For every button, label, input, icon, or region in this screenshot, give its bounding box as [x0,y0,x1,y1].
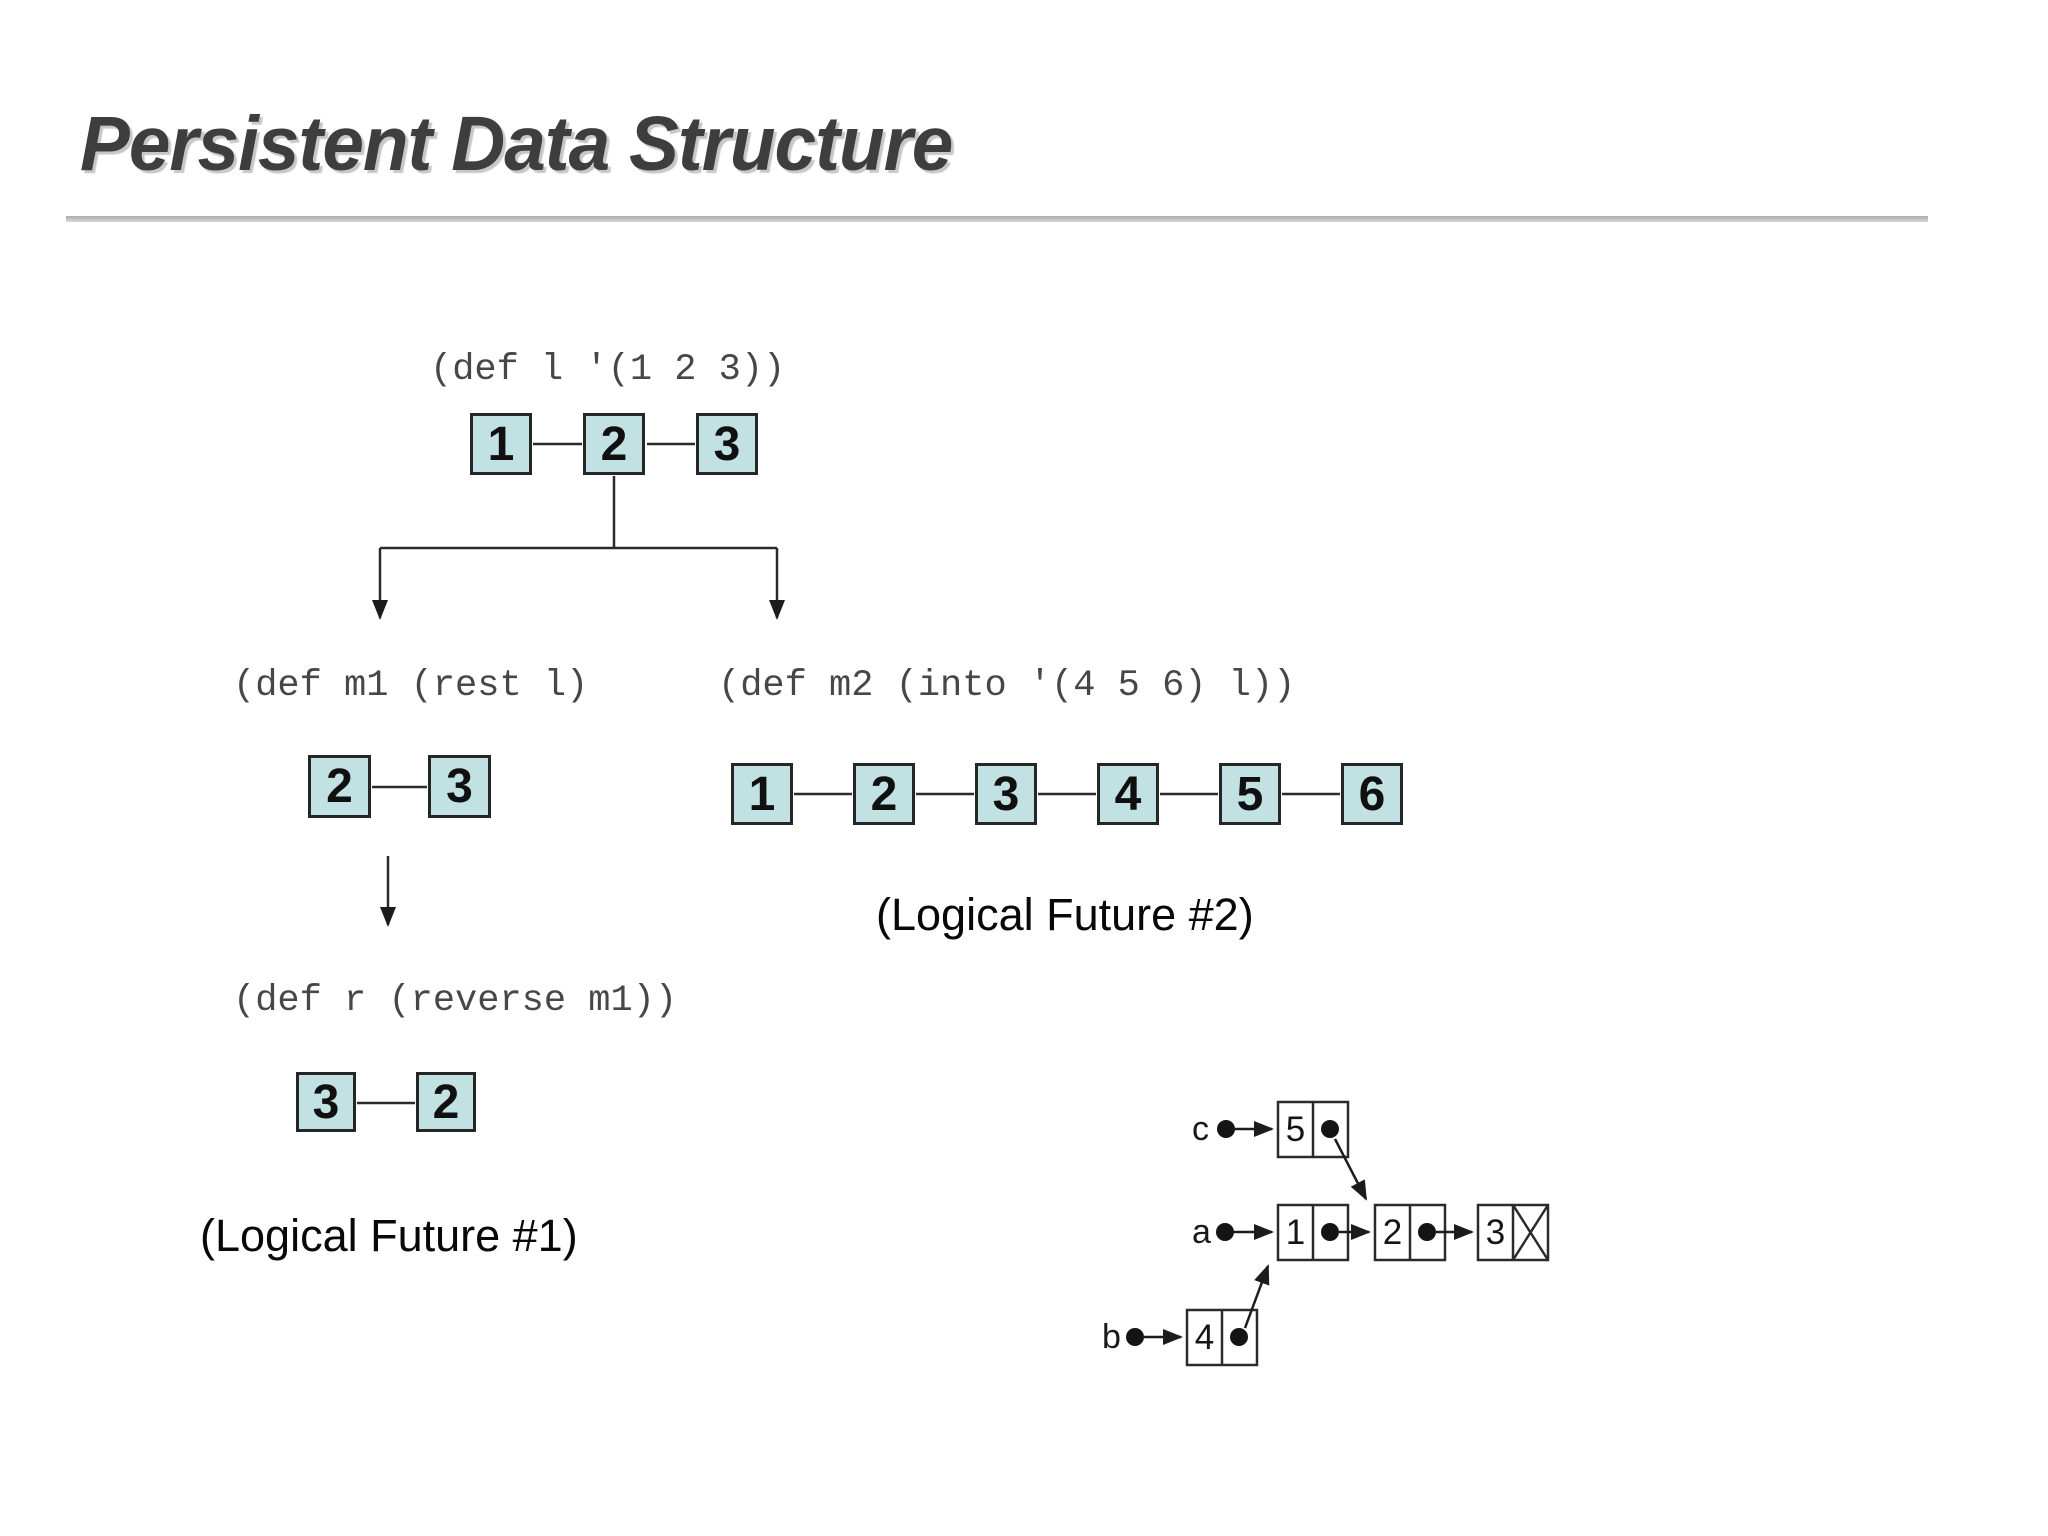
m2-node-6: 6 [1341,763,1403,825]
page-title: Persistent Data Structure [80,101,953,187]
root-node-2: 2 [583,413,645,475]
m1-node-3: 3 [428,755,491,818]
root-node-1: 1 [470,413,532,475]
caption-logical-future-1: (Logical Future #1) [200,1210,578,1261]
m2-node-3: 3 [975,763,1037,825]
cdr-dot-cell-1 [1321,1223,1339,1241]
root-node-3: 3 [696,413,758,475]
cell-1-value: 1 [1285,1212,1306,1252]
code-def-r: (def r (reverse m1)) [233,980,678,1022]
m2-node-4: 4 [1097,763,1159,825]
pointer-dot-c [1217,1120,1235,1138]
m2-node-1: 1 [731,763,793,825]
cell-4-value: 4 [1194,1317,1215,1357]
m2-node-5: 5 [1219,763,1281,825]
cell-2-value: 2 [1382,1212,1403,1252]
arrow-cell5-to-cell2-icon [1333,1138,1368,1201]
pointer-label-a: a [1192,1213,1211,1251]
nil-cross-icon [1511,1204,1550,1261]
cdr-dot-cell-4 [1230,1328,1248,1346]
m1-node-2: 2 [308,755,371,818]
code-def-m2: (def m2 (into '(4 5 6) l)) [718,665,1296,707]
r-node-2: 2 [416,1072,476,1132]
caption-logical-future-2: (Logical Future #2) [876,889,1254,940]
cell-5-value: 5 [1285,1109,1306,1149]
pointer-label-b: b [1102,1318,1121,1356]
arrow-cell4-to-cell1-icon [1243,1264,1270,1329]
r-node-3: 3 [296,1072,356,1132]
code-def-m1: (def m1 (rest l) [233,665,589,707]
pointer-dot-b [1126,1328,1144,1346]
code-def-l: (def l '(1 2 3)) [430,349,786,391]
cell-3-value: 3 [1485,1212,1506,1252]
pointer-label-c: c [1192,1110,1209,1148]
pointer-dot-a [1216,1223,1234,1241]
title-underline [66,216,1928,222]
m2-node-2: 2 [853,763,915,825]
cdr-dot-cell-5 [1321,1120,1339,1138]
cdr-dot-cell-2 [1418,1223,1436,1241]
